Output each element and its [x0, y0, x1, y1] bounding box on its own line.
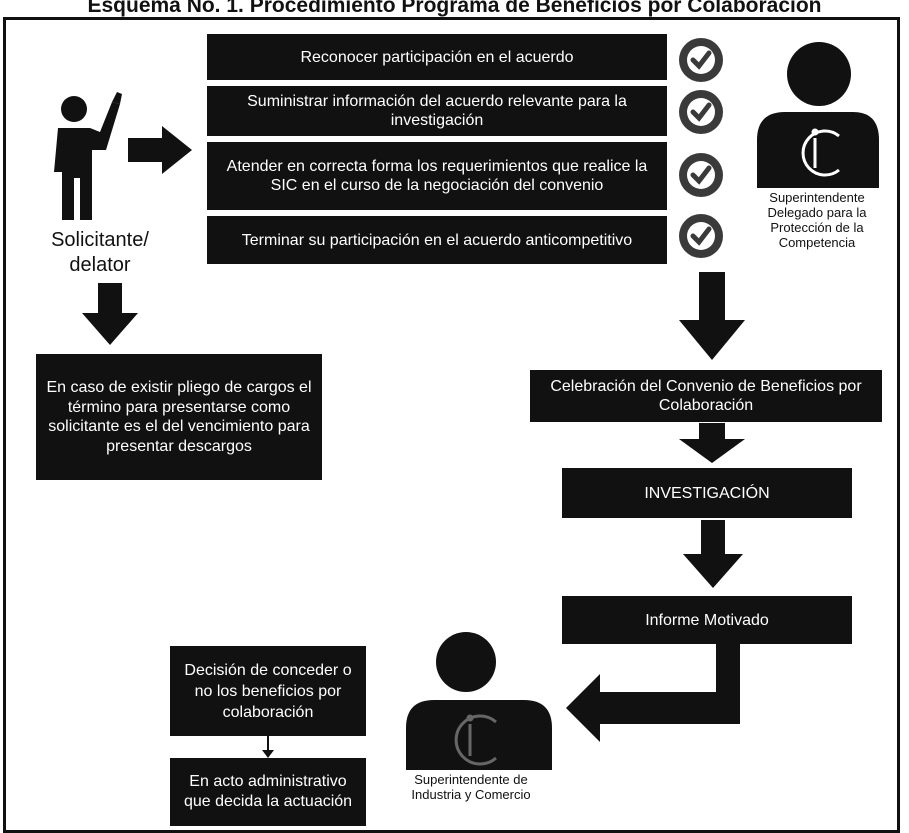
checkmark-icon	[679, 90, 723, 134]
sic-logo-icon	[801, 128, 840, 177]
diagram-title: Esquema No. 1. Procedimiento Programa de…	[87, 0, 822, 17]
report-box: Informe Motivado	[562, 596, 852, 644]
arrow-right	[128, 126, 192, 174]
sic-logo-icon	[454, 714, 497, 766]
checkmark-icon	[679, 38, 723, 82]
official-silhouette-icon	[406, 632, 552, 770]
arrow-down-small	[262, 736, 274, 758]
applicant-label: Solicitante/ delator	[51, 229, 149, 276]
deadline-note-box: En caso de existir pliego de cargos el t…	[36, 354, 322, 480]
requirement-box-4: Terminar su participación en el acuerdo …	[207, 216, 667, 264]
delegate-label: Superintendente Delegado para la Protecc…	[767, 190, 867, 250]
decision-box: Decisión de conceder o no los beneficios…	[170, 646, 366, 736]
arrow-down-applicant	[82, 283, 138, 345]
arrow-elbow-left	[566, 644, 740, 742]
admin-act-box: En acto administrativo que decida la act…	[170, 758, 366, 826]
superintendent-label: Superintendente de Industria y Comercio	[411, 772, 531, 802]
requirement-box-3: Atender en correcta forma los requerimie…	[207, 142, 667, 210]
agreement-box: Celebración del Convenio de Beneficios p…	[530, 370, 882, 422]
official-silhouette-icon	[757, 42, 879, 188]
investigation-box: INVESTIGACIÓN	[562, 468, 852, 518]
requirement-box-2: Suministrar información del acuerdo rele…	[207, 86, 667, 136]
requirement-box-1: Reconocer participación en el acuerdo	[207, 34, 667, 80]
arrow-down-investigation	[679, 423, 745, 463]
arrow-down-report	[683, 520, 743, 588]
arrow-down-agreement	[679, 272, 745, 360]
person-raising-hand-icon	[54, 92, 122, 220]
checkmark-icon	[679, 153, 723, 197]
checkmark-icon	[679, 214, 723, 258]
